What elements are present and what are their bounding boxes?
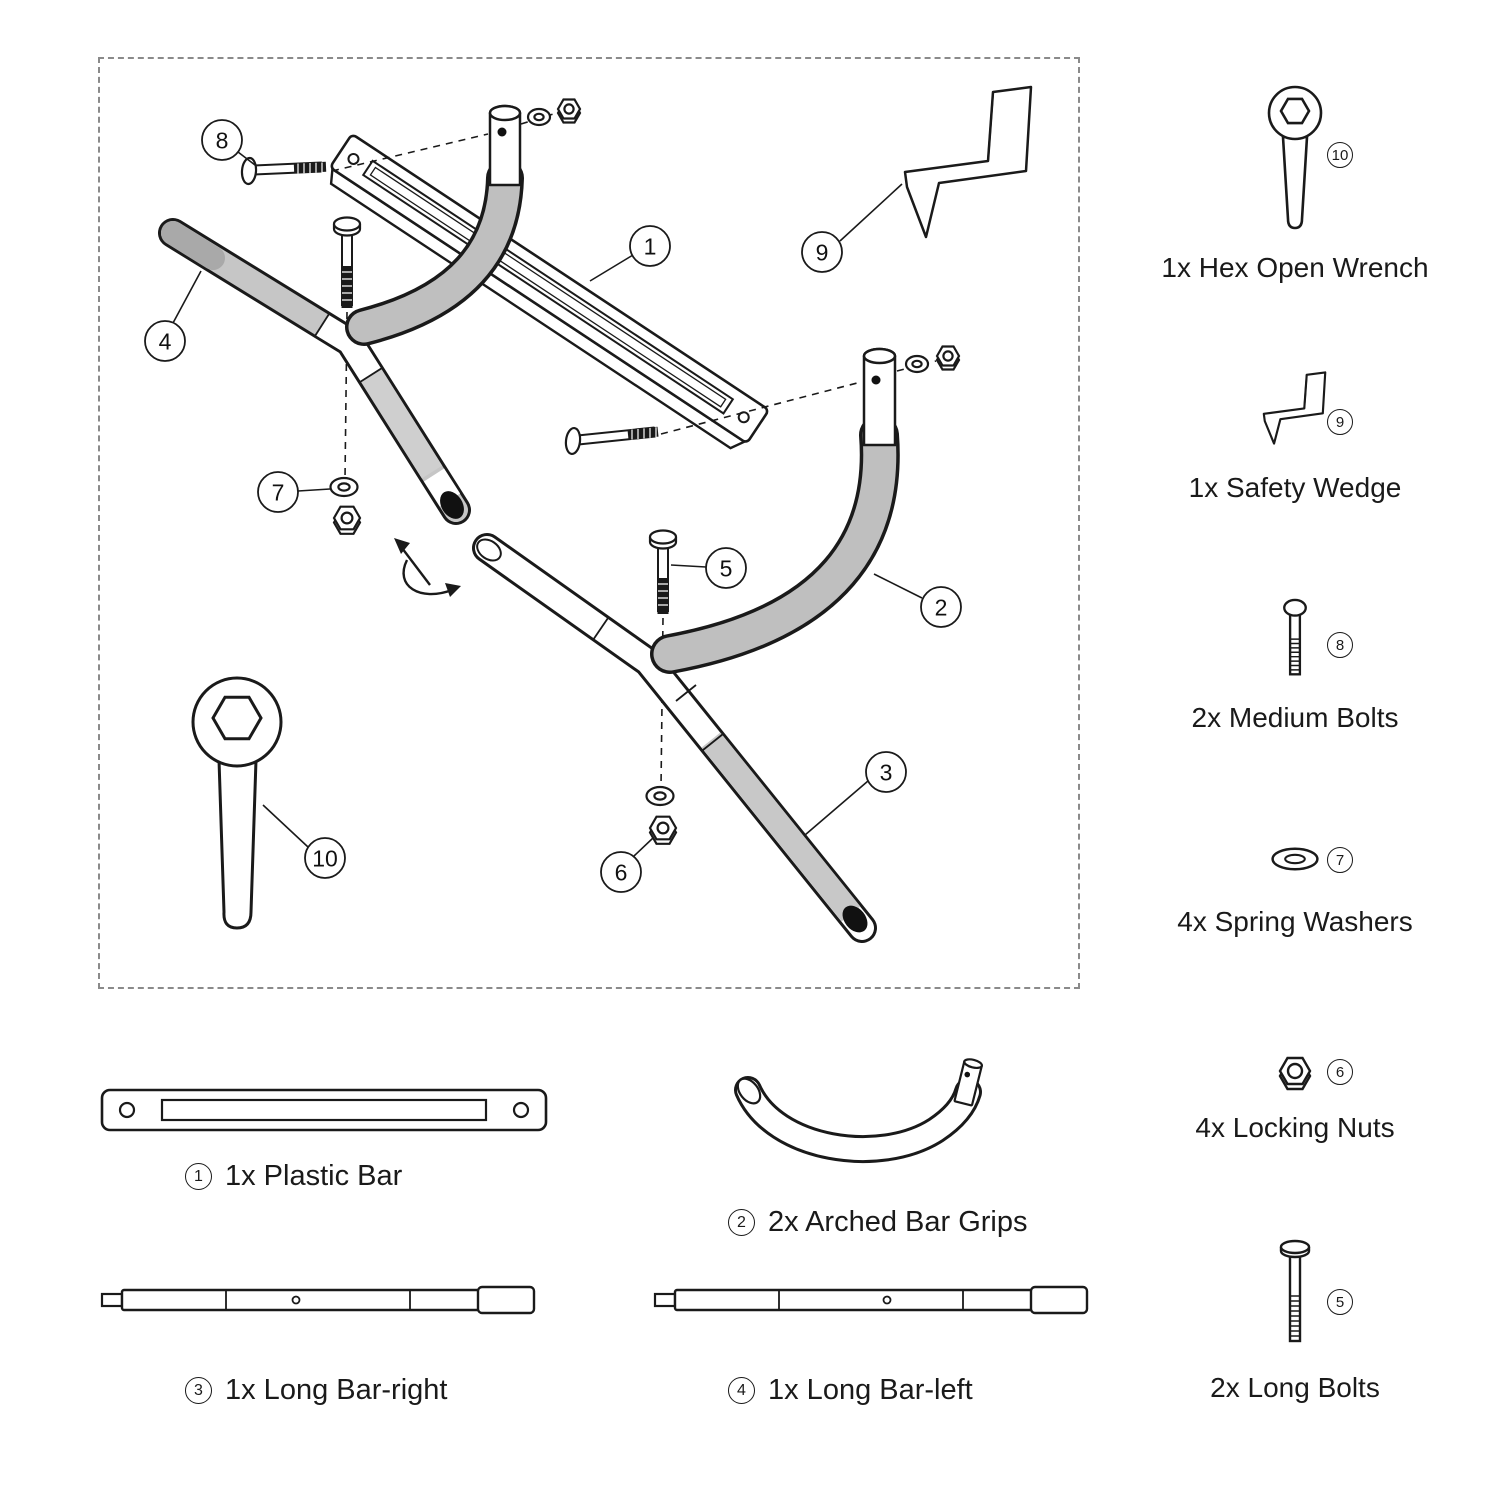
- bottom-part-label-plastic-bar: 1 1x Plastic Bar: [185, 1160, 402, 1193]
- callout-9: 9: [801, 231, 843, 273]
- medium-bolt-top-left: [240, 156, 327, 186]
- spring-washer-6: [645, 785, 675, 807]
- long-bolt-left-junction: [332, 216, 362, 308]
- parts-list-item-spring-washers: 7 4x Spring Washers: [1130, 845, 1460, 938]
- item-number-badge: 3: [185, 1377, 212, 1404]
- long-bolt-icon: [1279, 1239, 1311, 1343]
- parts-list-item-medium-bolts: 8 2x Medium Bolts: [1130, 598, 1460, 734]
- hex-hole: [211, 695, 263, 741]
- item-number-badge: 1: [185, 1163, 212, 1190]
- callout-8: 8: [201, 119, 243, 161]
- bottom-part-label-long-bar-left: 4 1x Long Bar-left: [728, 1374, 973, 1407]
- long-bolt-right-junction: [648, 529, 678, 614]
- callout-3: 3: [865, 751, 907, 793]
- hex-open-wrench-icon: [1267, 85, 1323, 230]
- spring-washer-7: [329, 476, 359, 498]
- item-label: 1x Long Bar-right: [225, 1374, 448, 1406]
- construction-dashed-lines-diagonal: [331, 111, 937, 435]
- item-number-badge: 7: [1327, 847, 1353, 873]
- svg-text:10: 10: [312, 845, 338, 871]
- arched-bar-grip-right-part: [650, 415, 900, 674]
- long-bar-right-icon: [100, 1285, 536, 1315]
- plastic-bar-hole-left: [347, 152, 360, 165]
- arched-bar-grip-icon: [734, 1058, 983, 1163]
- bolt-head: [332, 216, 362, 232]
- medium-bolt-middle: [564, 426, 659, 456]
- item-label: 1x Long Bar-left: [768, 1374, 973, 1406]
- item-label: 4x Spring Washers: [1177, 906, 1413, 937]
- callout-leader-lines: [172, 151, 923, 857]
- parts-list-item-locking-nuts: 6 4x Locking Nuts: [1130, 1052, 1460, 1144]
- long-bar-right-part: [472, 533, 877, 943]
- svg-text:3: 3: [880, 759, 893, 785]
- bar-socket-end: [476, 538, 502, 562]
- callout-4: 4: [144, 320, 186, 362]
- callout-7: 7: [257, 471, 299, 513]
- post-hole: [497, 127, 507, 137]
- callout-2: 2: [920, 586, 962, 628]
- callout-10: 10: [304, 837, 346, 879]
- hex-open-wrench-part: [191, 676, 283, 930]
- callout-5: 5: [705, 547, 747, 589]
- bolt-head: [240, 156, 258, 186]
- long-bar-left-part: [158, 218, 471, 525]
- svg-text:7: 7: [272, 479, 285, 505]
- item-number-badge: 9: [1327, 409, 1353, 435]
- bolt-head: [564, 426, 582, 456]
- svg-text:4: 4: [159, 328, 172, 354]
- callout-1: 1: [629, 225, 671, 267]
- item-number-badge: 10: [1327, 142, 1353, 168]
- svg-text:2: 2: [935, 594, 948, 620]
- item-number-badge: 5: [1327, 1289, 1353, 1315]
- exploded-view-drawing: 1 2 3 4 5 6 7 8 9: [144, 85, 1033, 943]
- grip-post-right: [862, 347, 897, 447]
- parts-list-item-long-bolts: 5 2x Long Bolts: [1130, 1238, 1460, 1404]
- bottom-part-label-arched-grips: 2 2x Arched Bar Grips: [728, 1206, 1028, 1239]
- item-number-badge: 2: [728, 1209, 755, 1236]
- item-number-badge: 6: [1327, 1059, 1353, 1085]
- long-bar-left-icon: [653, 1285, 1089, 1315]
- safety-wedge-icon: [1262, 371, 1326, 445]
- svg-text:5: 5: [720, 555, 733, 581]
- locking-nut-top: [556, 98, 582, 124]
- grip-post-left: [488, 104, 522, 187]
- bar-end-cap: [842, 905, 868, 933]
- bar-end-cap: [440, 491, 464, 519]
- item-number-badge: 4: [728, 1377, 755, 1404]
- spring-washer-right: [904, 354, 930, 374]
- item-label: 2x Medium Bolts: [1191, 702, 1399, 733]
- svg-text:8: 8: [216, 127, 229, 153]
- svg-text:6: 6: [615, 859, 628, 885]
- item-label: 1x Safety Wedge: [1188, 472, 1402, 503]
- plastic-bar-icon: [100, 1088, 548, 1132]
- item-label: 1x Hex Open Wrench: [1161, 252, 1429, 283]
- spring-washer-icon: [1271, 847, 1319, 871]
- callout-6: 6: [600, 851, 642, 893]
- svg-text:1: 1: [644, 233, 657, 259]
- plastic-bar-part: [329, 134, 769, 450]
- spring-washer-top: [526, 107, 552, 127]
- rotation-arrow: [394, 538, 461, 597]
- post-hole: [871, 375, 881, 385]
- bolt-head: [648, 529, 678, 545]
- arched-bar-grip-left-part: [345, 159, 524, 346]
- medium-bolt-icon: [1283, 598, 1307, 676]
- locking-nut-6: [648, 815, 678, 845]
- item-number-badge: 8: [1327, 632, 1353, 658]
- parts-list-item-hex-wrench: 10 1x Hex Open Wrench: [1130, 85, 1460, 284]
- item-label: 4x Locking Nuts: [1195, 1112, 1395, 1143]
- item-label: 2x Long Bolts: [1210, 1372, 1380, 1403]
- locking-nut-icon: [1278, 1056, 1312, 1091]
- exploded-view-dashed-box: 1 2 3 4 5 6 7 8 9: [98, 57, 1080, 989]
- item-label: 2x Arched Bar Grips: [768, 1206, 1028, 1238]
- bottom-part-label-long-bar-right: 3 1x Long Bar-right: [185, 1374, 447, 1407]
- parts-list-item-safety-wedge: 9 1x Safety Wedge: [1130, 368, 1460, 504]
- locking-nut-7: [332, 505, 362, 535]
- plastic-bar-hole-right: [737, 411, 750, 424]
- locking-nut-right: [935, 345, 961, 371]
- svg-text:9: 9: [816, 239, 829, 265]
- safety-wedge-part: [903, 85, 1033, 239]
- item-label: 1x Plastic Bar: [225, 1160, 403, 1192]
